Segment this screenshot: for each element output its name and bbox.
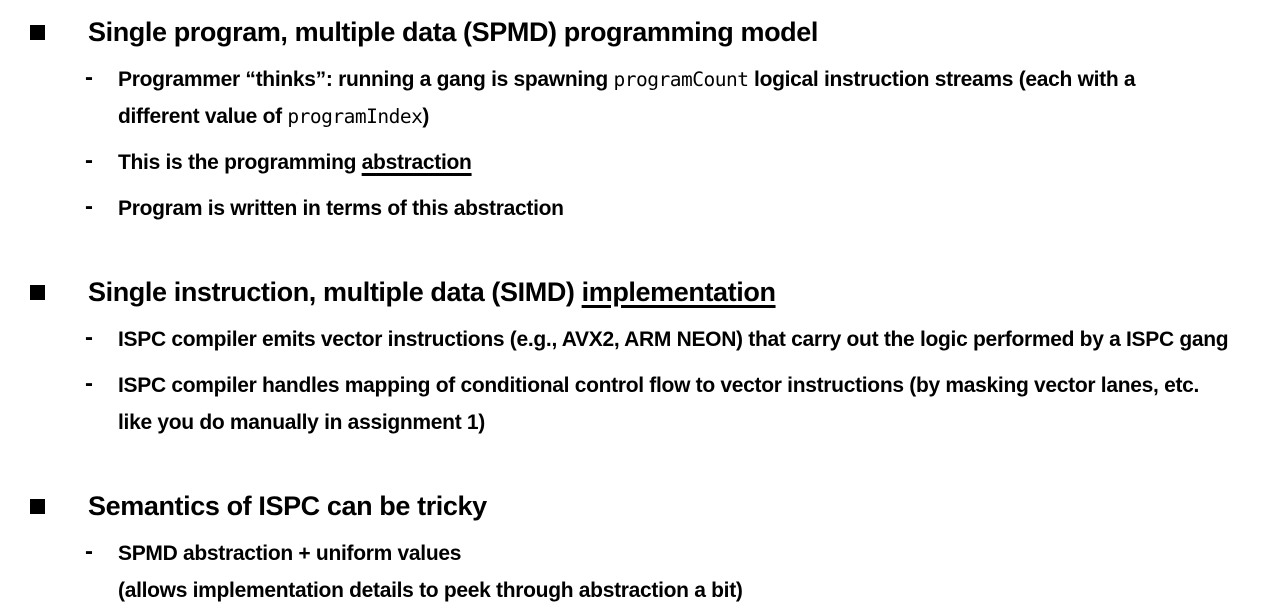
- text-run-plain: This is the programming: [118, 151, 362, 174]
- dash-bullet-icon: -: [85, 538, 93, 565]
- dash-bullet-icon: -: [85, 193, 93, 220]
- text-line: (allows implementation details to peek t…: [118, 572, 743, 609]
- text-line: Single program, multiple data (SPMD) pro…: [88, 17, 818, 47]
- text-run-plain: ISPC compiler emits vector instructions …: [118, 328, 1229, 351]
- text-line: ISPC compiler emits vector instructions …: [118, 321, 1229, 358]
- square-bullet-icon: [30, 499, 45, 514]
- group-heading: Single instruction, multiple data (SIMD)…: [0, 272, 1288, 312]
- text-run-plain: Semantics of ISPC can be tricky: [88, 491, 487, 521]
- text-run-mono: programCount: [613, 68, 750, 91]
- text-run-plain: Programmer “thinks”: running a gang is s…: [118, 68, 614, 91]
- bullet-group-spmd: Single program, multiple data (SPMD) pro…: [0, 12, 1288, 227]
- text-line: Program is written in terms of this abst…: [118, 190, 564, 227]
- text-line: SPMD abstraction + uniform values: [118, 535, 743, 572]
- sub-bullet: - Programmer “thinks”: running a gang is…: [0, 61, 1288, 135]
- text-run-underline: abstraction: [361, 151, 472, 174]
- sub-text: Program is written in terms of this abst…: [118, 190, 564, 227]
- text-run-mono: programIndex: [287, 105, 423, 128]
- text-run-plain: different value of: [118, 105, 288, 128]
- dash-bullet-icon: -: [85, 64, 93, 91]
- sub-text: This is the programming abstraction: [118, 144, 472, 181]
- sub-bullet: - This is the programming abstraction: [0, 144, 1288, 181]
- sub-text: ISPC compiler emits vector instructions …: [118, 321, 1229, 358]
- heading-text: Semantics of ISPC can be tricky: [88, 486, 487, 526]
- text-line: This is the programming abstraction: [118, 144, 472, 181]
- sub-bullet: - ISPC compiler emits vector instruction…: [0, 321, 1288, 358]
- text-line: Semantics of ISPC can be tricky: [88, 491, 487, 521]
- text-run-underline: implementation: [581, 277, 776, 307]
- group-heading: Single program, multiple data (SPMD) pro…: [0, 12, 1288, 52]
- text-run-plain: Program is written in terms of this abst…: [118, 197, 564, 220]
- text-run-plain: ): [422, 105, 430, 128]
- text-line: different value of programIndex): [118, 98, 1135, 135]
- text-line: Programmer “thinks”: running a gang is s…: [118, 61, 1136, 98]
- text-run-plain: (allows implementation details to peek t…: [118, 579, 743, 602]
- text-run-plain: like you do manually in assignment 1): [118, 411, 485, 434]
- square-bullet-icon: [30, 25, 45, 40]
- sub-bullet: - SPMD abstraction + uniform values (all…: [0, 535, 1288, 609]
- heading-text: Single instruction, multiple data (SIMD)…: [88, 272, 776, 312]
- text-line: like you do manually in assignment 1): [118, 404, 1199, 441]
- group-heading: Semantics of ISPC can be tricky: [0, 486, 1288, 526]
- text-run-plain: ISPC compiler handles mapping of conditi…: [118, 374, 1200, 397]
- sub-text: SPMD abstraction + uniform values (allow…: [118, 535, 743, 609]
- sub-bullet: - ISPC compiler handles mapping of condi…: [0, 367, 1288, 441]
- dash-bullet-icon: -: [85, 324, 93, 351]
- text-run-plain: Single instruction, multiple data (SIMD): [88, 277, 582, 307]
- sub-text: ISPC compiler handles mapping of conditi…: [118, 367, 1199, 441]
- text-line: ISPC compiler handles mapping of conditi…: [118, 367, 1199, 404]
- sub-bullet: - Program is written in terms of this ab…: [0, 190, 1288, 227]
- dash-bullet-icon: -: [85, 147, 93, 174]
- text-run-plain: Single program, multiple data (SPMD) pro…: [88, 17, 818, 47]
- bullet-group-semantics: Semantics of ISPC can be tricky - SPMD a…: [0, 486, 1288, 609]
- dash-bullet-icon: -: [85, 370, 93, 397]
- text-run-plain: logical instruction streams (each with a: [748, 68, 1136, 91]
- heading-text: Single program, multiple data (SPMD) pro…: [88, 12, 818, 52]
- square-bullet-icon: [30, 285, 45, 300]
- text-line: Single instruction, multiple data (SIMD)…: [88, 277, 776, 307]
- sub-text: Programmer “thinks”: running a gang is s…: [118, 61, 1136, 135]
- bullet-group-simd: Single instruction, multiple data (SIMD)…: [0, 272, 1288, 441]
- text-run-plain: SPMD abstraction + uniform values: [118, 542, 462, 565]
